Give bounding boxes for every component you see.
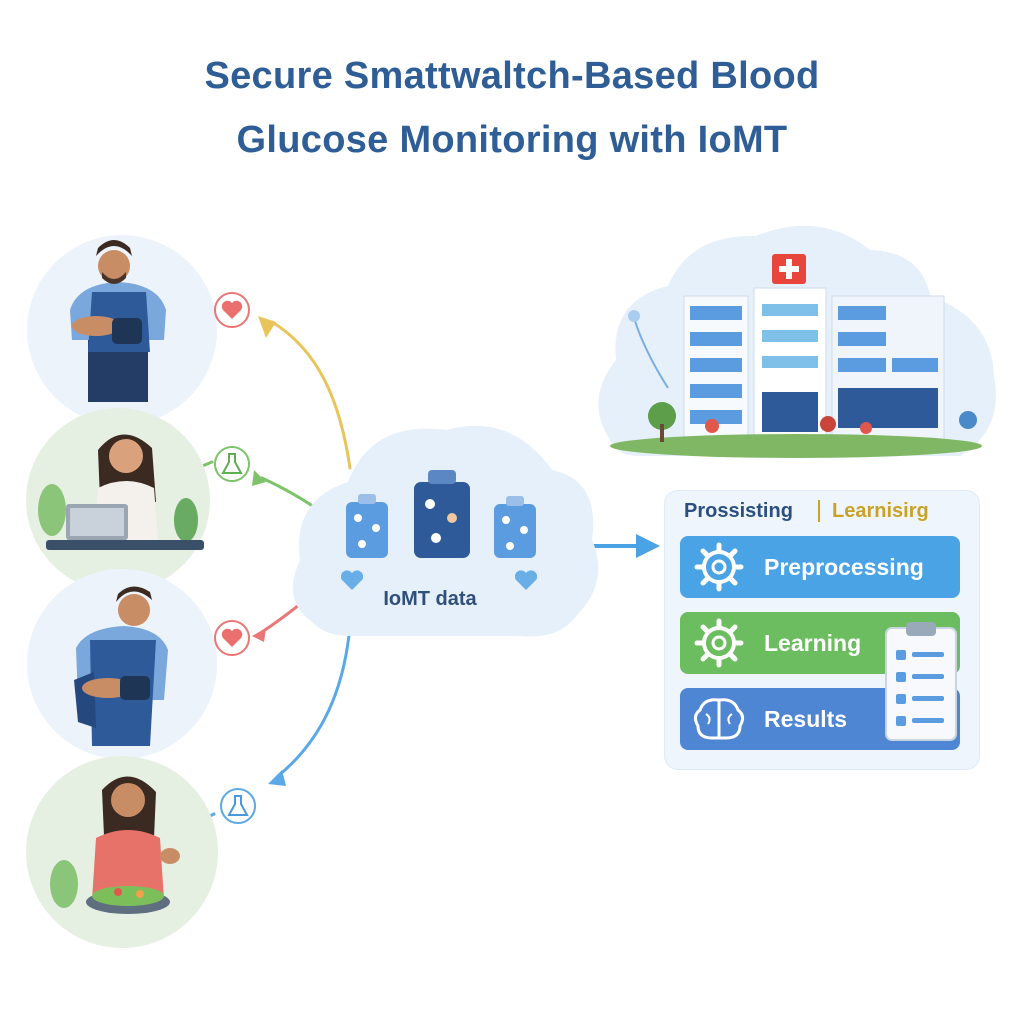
- user-4-eating: [26, 756, 218, 948]
- arrowhead-user-2: [252, 470, 266, 486]
- heart-icon: [221, 300, 243, 319]
- clipboard-icon: [885, 622, 957, 741]
- hospital-windows: [690, 304, 938, 432]
- heart-icon: [221, 628, 243, 647]
- user-4-foliage: [50, 860, 78, 908]
- badge-user-4: [220, 788, 256, 824]
- step-label: Preprocessing: [764, 554, 924, 580]
- page-title-line-2: Glucose Monitoring with IoMT: [236, 119, 788, 161]
- user-2-laptop: [26, 408, 210, 592]
- user-4-head: [111, 783, 145, 817]
- user-3-smartwatch: [27, 569, 217, 759]
- iomt-device-2: [414, 470, 470, 558]
- user-2-head: [109, 439, 143, 473]
- user-1-smartwatch: [27, 235, 217, 425]
- page-title-line-1: Secure Smattwaltch-Based Blood: [204, 55, 820, 97]
- user-4-tomato: [114, 888, 122, 896]
- balloon-string: [633, 317, 669, 389]
- panel-tabs: Prossisting Learnisirg: [684, 496, 964, 526]
- arrowhead-user-4: [268, 770, 286, 786]
- user-1-smartwatch: [112, 318, 142, 344]
- user-4-carrot: [136, 890, 144, 898]
- iomt-data-label: IoMT data: [383, 588, 477, 610]
- balloon: [628, 310, 640, 322]
- arrowhead-user-1: [258, 316, 276, 338]
- step-label: Results: [764, 706, 848, 732]
- tree-red-1: [705, 419, 719, 433]
- user-3-hair: [116, 586, 152, 602]
- iomt-device-1: [346, 494, 388, 558]
- gear-icon: [694, 542, 744, 592]
- user-2-laptop-screen: [70, 508, 124, 536]
- tab-learning[interactable]: Learnisirg: [832, 500, 929, 522]
- arrowhead-user-3: [252, 628, 266, 642]
- user-2-foliage-right: [174, 498, 198, 542]
- badge-user-2: [214, 446, 250, 482]
- user-1-arm: [72, 316, 120, 336]
- user-4-top: [92, 830, 164, 900]
- badge-user-3: [214, 620, 250, 656]
- user-4-hand: [160, 848, 180, 864]
- tree-red-3: [860, 422, 872, 434]
- hospital-ground: [610, 434, 982, 458]
- user-1-beard: [102, 272, 126, 284]
- badge-user-1: [214, 292, 250, 328]
- tab-divider: [818, 500, 820, 522]
- step-preprocessing: Preprocessing: [680, 536, 960, 598]
- brain-icon: [693, 698, 745, 740]
- hospital-cross-icon: [779, 259, 799, 279]
- tree-red-2: [820, 416, 836, 432]
- connector-user-1: [270, 320, 352, 470]
- iomt-device-3: [494, 496, 536, 558]
- user-1-head: [98, 250, 130, 282]
- flask-icon: [227, 795, 249, 816]
- user-2-foliage-left: [38, 484, 66, 536]
- user-3-smartwatch: [120, 676, 150, 700]
- tab-processing[interactable]: Prossisting: [684, 500, 793, 522]
- step-label: Learning: [764, 630, 862, 656]
- cloud-to-panel-arrowhead: [636, 534, 660, 558]
- user-4-salad: [92, 886, 164, 906]
- heart-icon: [514, 570, 538, 590]
- iomt-cloud: [292, 425, 599, 637]
- user-1-hair: [96, 240, 132, 256]
- connector-user-4: [276, 624, 352, 778]
- heart-icon: [340, 570, 364, 590]
- user-3-head: [118, 594, 150, 626]
- tree-left: [648, 402, 676, 430]
- flask-icon: [221, 453, 243, 474]
- user-2-desk: [46, 540, 204, 550]
- tree-right: [959, 411, 977, 429]
- hospital-cloud: [598, 225, 996, 458]
- gear-icon: [694, 618, 744, 668]
